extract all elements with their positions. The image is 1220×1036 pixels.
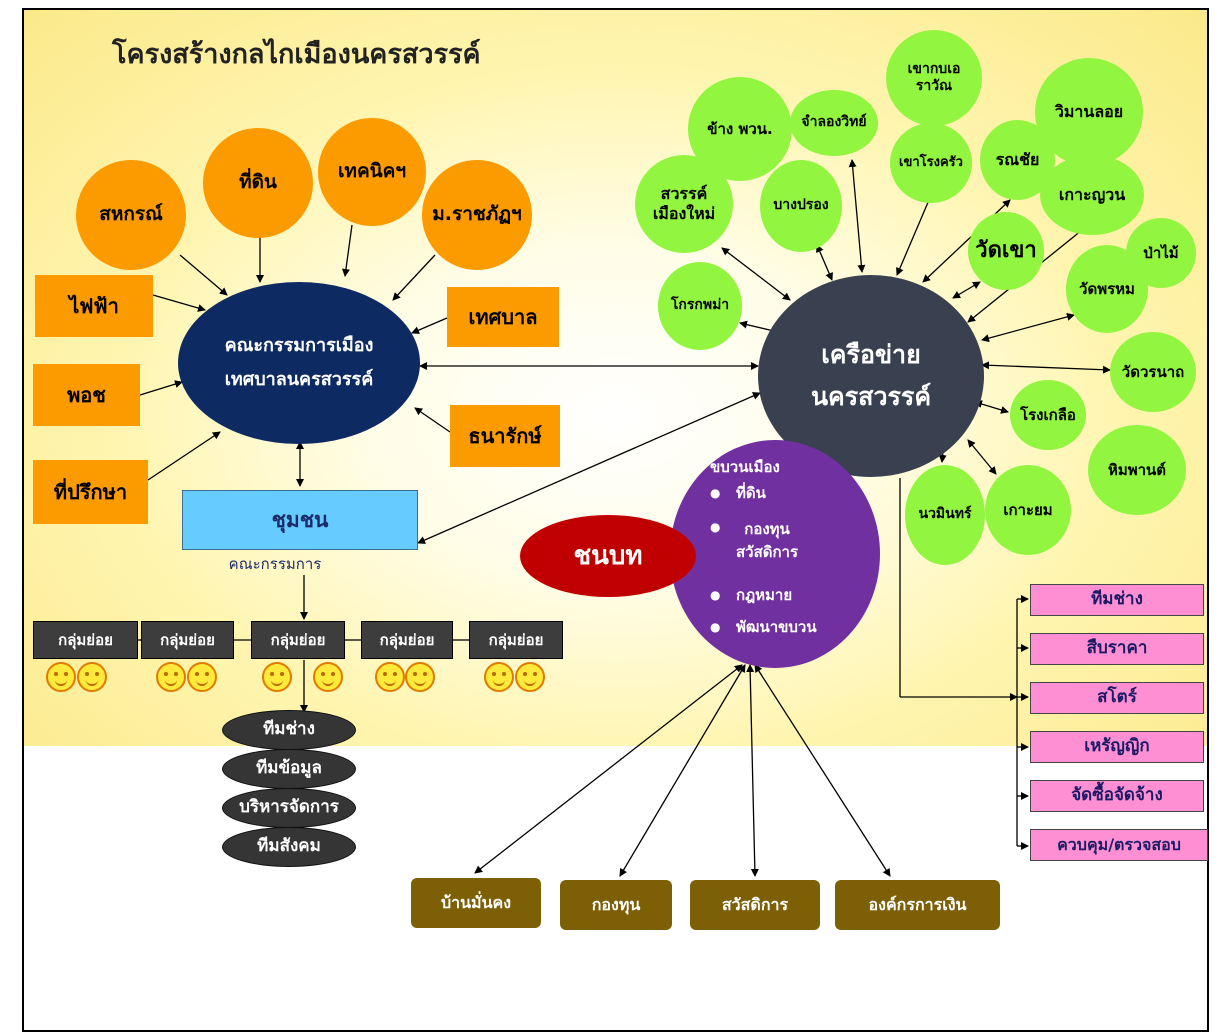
committee-member-treasury: ธนารักษ์	[450, 405, 560, 467]
movement-bullet: ●	[710, 486, 721, 500]
subgroup-4: กลุ่มย่อย	[361, 621, 453, 659]
network-member-wat-woranat: วัดวรนาถ	[1110, 332, 1196, 412]
movement-item: กองทุน สวัสดิการ	[736, 520, 799, 562]
committee-member-advisor: ที่ปรึกษา	[33, 460, 148, 524]
smiley-icon	[46, 662, 76, 692]
network-member-wat-khao: วัดเขา	[968, 212, 1044, 290]
committee-member-cooperative: สหกรณ์	[76, 160, 186, 270]
committee-member-electricity: ไฟฟ้า	[35, 275, 153, 337]
movement-item: ที่ดิน	[736, 484, 766, 502]
movement-title: ขบวนเมือง	[710, 458, 780, 476]
movement-item: กฎหมาย	[736, 586, 793, 604]
program-baan-mankong: บ้านมั่นคง	[411, 878, 541, 928]
network-team-audit: ควบคุม/ตรวจสอบ	[1030, 829, 1208, 861]
community-team-data: ทีมข้อมูล	[222, 749, 356, 789]
community-team-technical: ทีมช่าง	[222, 710, 356, 750]
program-fund: กองทุน	[560, 880, 672, 930]
network-member-nawamin: นวมินทร์	[905, 465, 985, 565]
diagram-title: โครงสร้างกลไกเมืองนครสวรรค์	[112, 39, 481, 71]
smiley-icon	[375, 662, 405, 692]
network-team-price-survey: สืบราคา	[1030, 633, 1204, 665]
network-team-store: สโตร์	[1030, 682, 1204, 714]
network-member-bang-prong: บางปรอง	[760, 160, 842, 252]
network-member-chamlongwit: จำลองวิทย์	[790, 90, 878, 156]
smiley-icon	[77, 662, 107, 692]
movement-bullet: ●	[710, 588, 721, 602]
smiley-icon	[187, 662, 217, 692]
city-movement: ขบวนเมือง ● ที่ดิน ● กองทุน สวัสดิการ ● …	[670, 440, 880, 668]
community-team-management: บริหารจัดการ	[222, 788, 356, 828]
subgroup-1: กลุ่มย่อย	[33, 621, 138, 659]
smiley-icon	[262, 662, 292, 692]
community-team-social: ทีมสังคม	[222, 827, 356, 867]
network-member-sawan-mueang-mai: สวรรค์ เมืองใหม่	[635, 155, 733, 253]
subgroup-3: กลุ่มย่อย	[251, 621, 345, 659]
network-team-technical: ทีมช่าง	[1030, 584, 1204, 616]
network-member-krok-phama: โกรกพม่า	[658, 262, 742, 350]
committee-member-municipality: เทศบาล	[447, 287, 559, 347]
movement-bullet: ●	[710, 620, 721, 634]
subgroup-2: กลุ่มย่อย	[141, 621, 234, 659]
committee-member-technical: เทคนิคฯ	[318, 118, 426, 226]
network-member-khao-kob: เขากบเอ ราวัณ	[886, 30, 982, 126]
community-box: ชุมชน	[182, 490, 418, 550]
network-member-wat-phrom: วัดพรหม	[1066, 245, 1148, 333]
network-member-khao-rong-khrua: เขาโรงครัว	[890, 123, 972, 203]
network-member-ko-yuan: เกาะญวน	[1040, 155, 1144, 235]
movement-item: พัฒนาขบวน	[736, 618, 817, 636]
smiley-icon	[405, 662, 435, 692]
smiley-icon	[484, 662, 514, 692]
committee-member-codi: พอช	[33, 364, 140, 426]
smiley-icon	[313, 662, 343, 692]
movement-bullet: ●	[710, 520, 721, 534]
program-financial-org: องค์กรการเงิน	[835, 880, 1000, 930]
network-team-treasurer: เหรัญญิก	[1030, 731, 1204, 763]
network-member-ko-yom: เกาะยม	[985, 465, 1071, 555]
community-committee-label: คณะกรรมการ	[228, 554, 322, 573]
network-member-ronnachai: รณชัย	[980, 120, 1055, 200]
subgroup-5: กลุ่มย่อย	[469, 621, 563, 659]
smiley-icon	[515, 662, 545, 692]
committee-member-land: ที่ดิน	[203, 128, 313, 238]
network-member-himmaphan: หิมพานต์	[1088, 425, 1186, 515]
city-committee: คณะกรรมการเมือง เทศบาลนครสวรรค์	[178, 282, 420, 444]
network-member-rong-kluea: โรงเกลือ	[1010, 380, 1086, 450]
smiley-icon	[156, 662, 186, 692]
network-team-procurement: จัดซื้อจัดจ้าง	[1030, 780, 1204, 812]
committee-member-university: ม.ราชภัฏฯ	[422, 160, 532, 270]
program-welfare: สวัสดิการ	[690, 880, 820, 930]
page-frame	[22, 8, 1209, 1032]
rural-node: ชนบท	[520, 515, 696, 597]
